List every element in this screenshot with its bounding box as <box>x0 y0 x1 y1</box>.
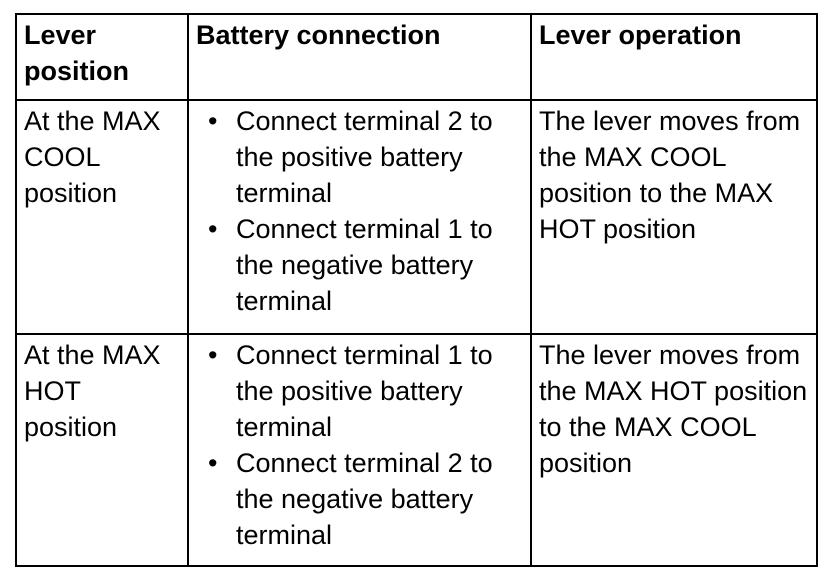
connection-list: • Connect terminal 2 to the positive batt… <box>196 103 524 319</box>
connection-list: • Connect terminal 1 to the positive batt… <box>196 337 524 553</box>
cell-lever-operation: The lever moves from the MAX HOT positio… <box>530 333 818 567</box>
list-item: • Connect terminal 1 to the negative batt… <box>196 211 524 319</box>
connection-text: Connect terminal 2 to the positive batte… <box>236 106 493 208</box>
list-item: • Connect terminal 2 to the negative batt… <box>196 445 524 553</box>
connection-text: Connect terminal 1 to the negative batte… <box>236 214 493 316</box>
bullet-icon: • <box>208 448 218 478</box>
cell-lever-operation: The lever moves from the MAX COOL positi… <box>530 99 818 335</box>
cell-battery-connection: • Connect terminal 2 to the positive batt… <box>187 99 532 335</box>
header-battery-connection: Battery connection <box>187 13 532 101</box>
list-item: • Connect terminal 1 to the positive batt… <box>196 337 524 445</box>
list-item: • Connect terminal 2 to the positive batt… <box>196 103 524 211</box>
cell-lever-position: At the MAX HOT position <box>15 333 189 567</box>
bullet-icon: • <box>208 106 218 136</box>
lever-operation-table: Lever position Battery connection Lever … <box>15 13 818 567</box>
connection-text: Connect terminal 1 to the positive batte… <box>236 340 493 442</box>
header-lever-operation: Lever operation <box>530 13 818 101</box>
header-lever-position: Lever position <box>15 13 189 101</box>
table-row: At the MAX COOL position • Connect termin… <box>15 99 818 335</box>
cell-battery-connection: • Connect terminal 1 to the positive batt… <box>187 333 532 567</box>
table-header-row: Lever position Battery connection Lever … <box>15 13 818 101</box>
table-row: At the MAX HOT position • Connect termina… <box>15 333 818 567</box>
bullet-icon: • <box>208 340 218 370</box>
cell-lever-position: At the MAX COOL position <box>15 99 189 335</box>
bullet-icon: • <box>208 214 218 244</box>
connection-text: Connect terminal 2 to the negative batte… <box>236 448 493 550</box>
